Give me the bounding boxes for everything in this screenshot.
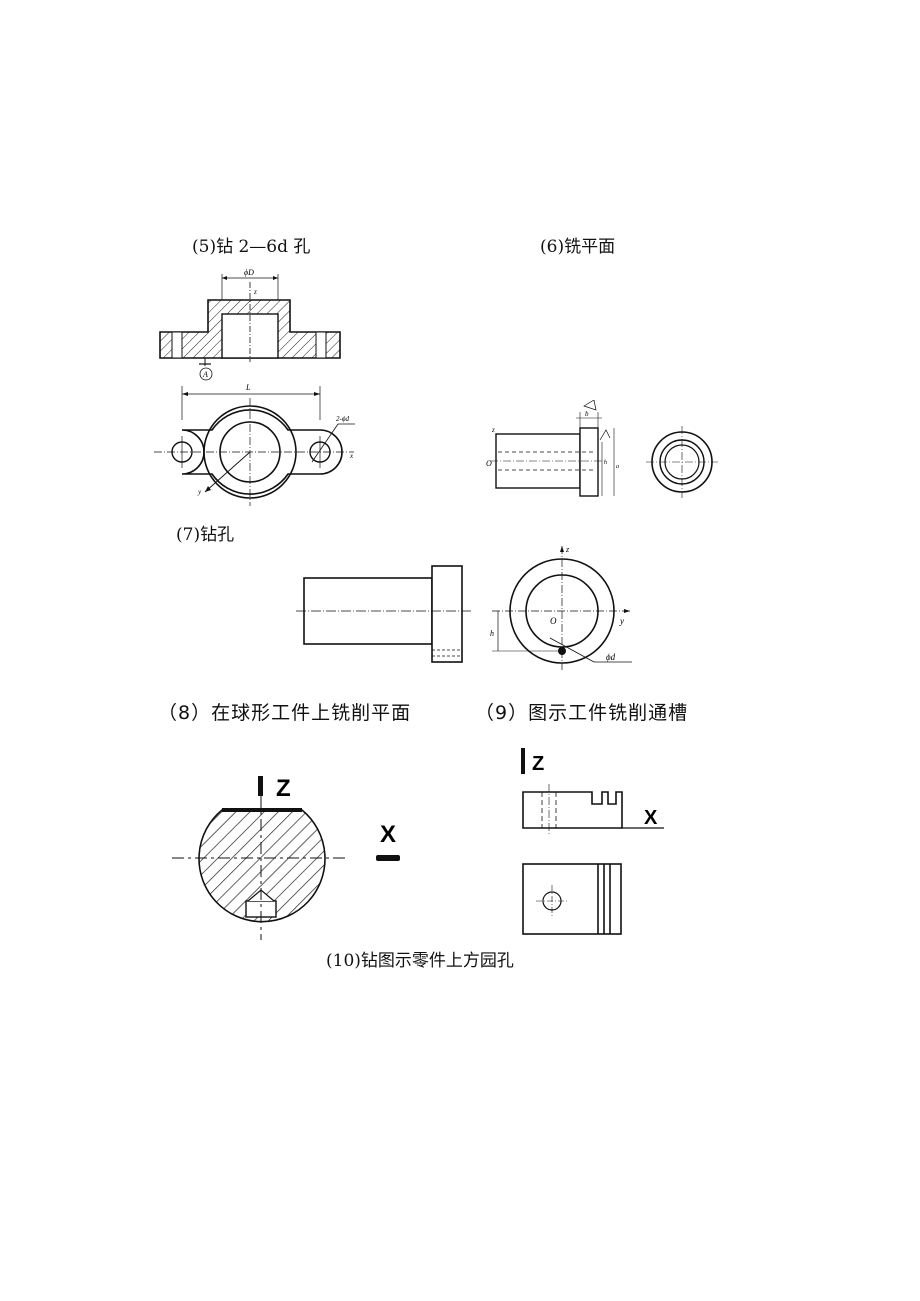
axis-z-label: z	[565, 545, 570, 554]
shaft-end-view	[646, 426, 718, 498]
figure-6-shaft-drawing: O z b h a	[486, 400, 718, 498]
flange-section-view: ϕD z A	[159, 268, 341, 381]
dim-a-label: a	[616, 464, 619, 470]
caption-10: (10)钻图示零件上方园孔	[326, 951, 514, 971]
figure-9-slot-drawing: Z X	[521, 748, 664, 935]
part-side-view	[296, 565, 472, 663]
origin-O-label: O	[486, 459, 492, 468]
axis-y-label: y	[619, 616, 624, 626]
caption-7: (7)钻孔	[176, 525, 235, 545]
axis-y-label: y	[197, 488, 202, 496]
caption-9: （9）图示工件铣削通槽	[475, 702, 689, 724]
figure-7-drilling-drawing: z y O h ϕd	[296, 545, 632, 670]
axis-Z-label: Z	[532, 753, 544, 775]
flange-top-view: L y x 2-ϕd	[154, 383, 355, 506]
dim-D-label: ϕD	[244, 268, 254, 277]
axis-X-label: X	[380, 821, 396, 848]
hole-note-label: 2-ϕd	[336, 415, 349, 423]
caption-6: (6)铣平面	[540, 237, 616, 257]
dim-L-label: L	[245, 383, 251, 392]
dim-h-label: h	[604, 460, 607, 466]
shaft-side-view: O z b h a	[486, 400, 619, 497]
dim-h-label: h	[490, 629, 494, 638]
part-end-view: z y O h ϕd	[490, 545, 632, 670]
axis-z-label: z	[253, 288, 257, 296]
dim-b-label: b	[585, 410, 589, 418]
block-top-view	[522, 863, 622, 935]
caption-8: （8）在球形工件上铣削平面	[158, 702, 412, 724]
figure-5-flange-drawing: ϕD z A L y x 2-ϕd	[154, 268, 355, 506]
figure-8-sphere-drawing: Z X	[172, 775, 400, 940]
block-front-view: Z X	[521, 748, 664, 834]
axis-x-label: x	[349, 452, 354, 460]
caption-5: (5)钻 2—6d 孔	[192, 237, 311, 257]
dim-d-label: ϕd	[606, 652, 616, 662]
axis-z-label: z	[491, 426, 495, 434]
axis-X-label: X	[644, 807, 658, 829]
datum-A-label: A	[202, 370, 208, 379]
origin-O-label: O	[550, 616, 557, 626]
axis-Z-label: Z	[276, 775, 291, 802]
